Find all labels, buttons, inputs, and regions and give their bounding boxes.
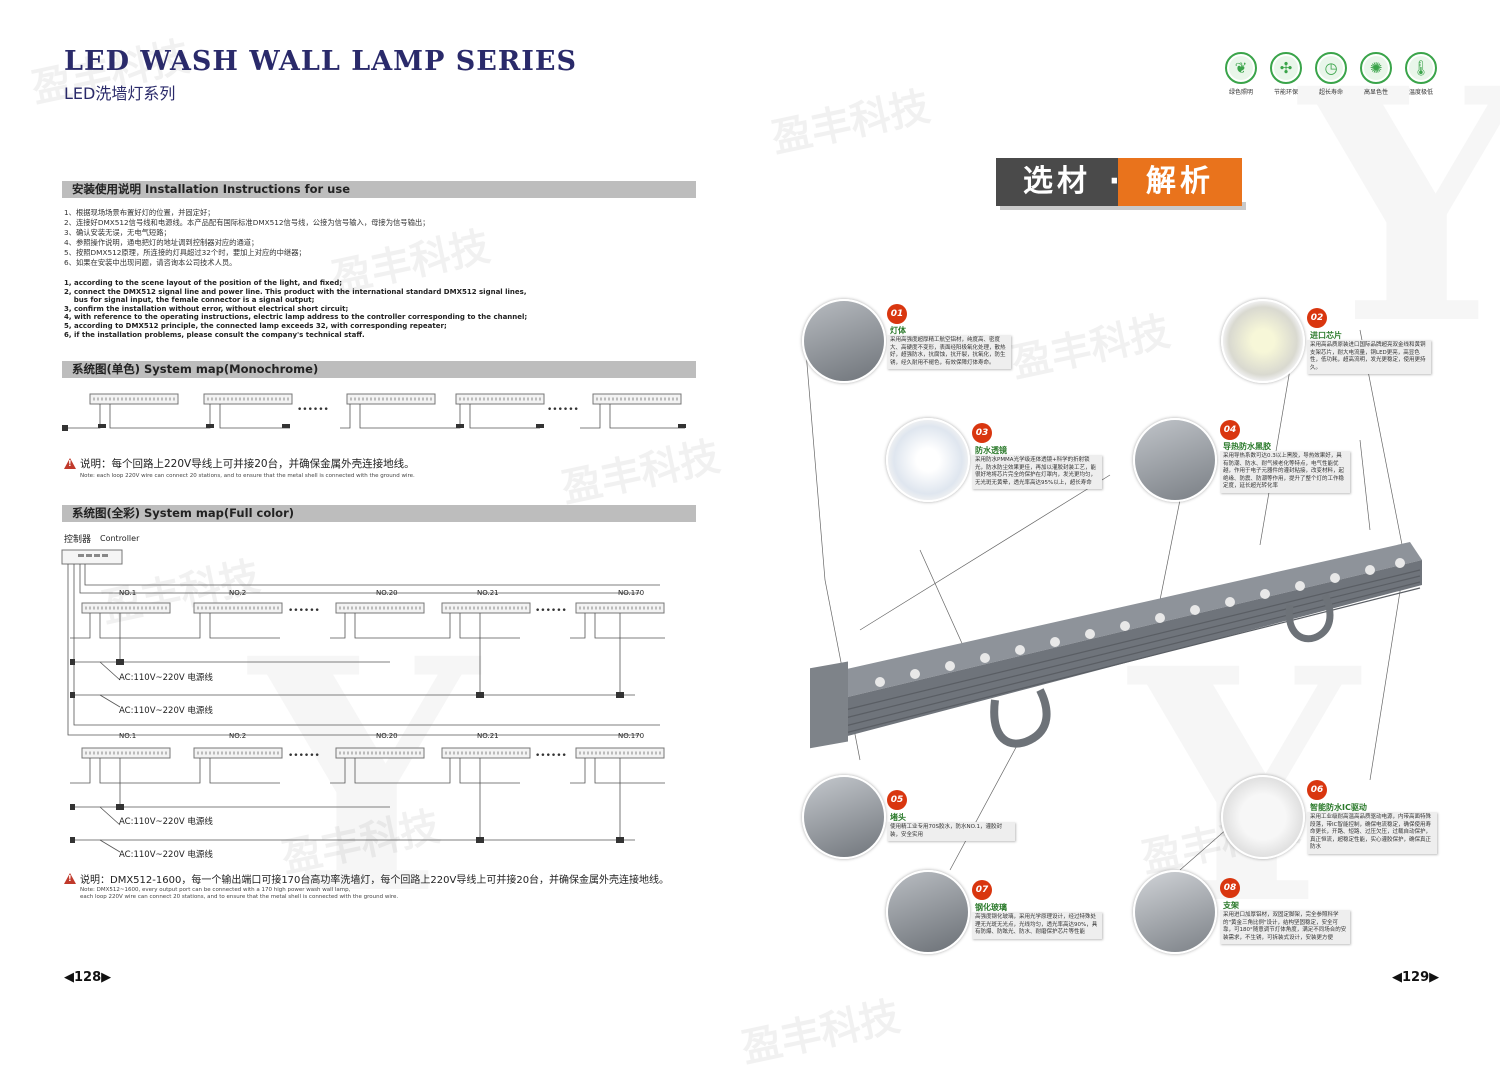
page-subtitle: LED洗墙灯系列 <box>64 84 176 103</box>
ac-power-label: AC:110V~220V 电源线 <box>119 706 213 716</box>
tempered-glass-closeup <box>886 870 970 954</box>
feature-label: 节能环保 <box>1273 89 1298 96</box>
lamp-label: NO.21 <box>477 732 499 740</box>
ac-power-label: AC:110V~220V 电源线 <box>119 850 213 860</box>
callout-title: 钢化玻璃 <box>975 903 1007 912</box>
full-color-system-diagram: •••••• •••••• •••••• •••••• <box>61 549 665 853</box>
lamp-body-closeup <box>802 299 886 383</box>
lamp-label: NO.170 <box>618 732 645 740</box>
feature-label: 超长寿命 <box>1318 89 1343 96</box>
watermark-text: 盈丰科技 <box>767 83 934 163</box>
lamp-label: NO.21 <box>477 589 499 597</box>
callout-description: 采用高品质原装进口国际品牌超亮双金线和黄铜支架芯片，耐大电流量，铜LED更亮，高… <box>1307 340 1431 375</box>
lamp-label: NO.2 <box>229 732 247 740</box>
lamp-label: NO.20 <box>376 589 398 597</box>
warning-icon <box>64 873 76 884</box>
banner-right: 解析 <box>1118 158 1242 206</box>
ic-driver-closeup <box>1221 775 1305 859</box>
mono-note-text: 说明：每个回路上220V导线上可并接20台，并确保金属外壳连接地线。 <box>80 458 415 470</box>
callout-number: 08 <box>1220 878 1240 898</box>
install-instructions-en: 1, according to the scene layout of the … <box>64 279 528 339</box>
lamp-label: NO.20 <box>376 732 398 740</box>
waterproof-lens-closeup <box>886 418 970 502</box>
banner-left-text: 选材 <box>1023 164 1091 199</box>
full-section-header: 系统图(全彩) System map(Full color) <box>62 505 696 522</box>
feature-icon-cell: ✺ 高显色性 <box>1356 52 1396 96</box>
callout-description: 采用进口加厚铝材，双固定脚架，完全参照科学的"黄金三角比例"设计，结构坚固稳定，… <box>1220 910 1350 945</box>
full-note: 说明：DMX512-1600，每一个输出端口可接170台高功率洗墙灯，每个回路上… <box>64 871 669 886</box>
callout-number: 02 <box>1307 308 1327 328</box>
page-number-right: ◀129▶ <box>1392 970 1440 985</box>
callout-description: 采用高强度超厚精工航空铝材，纯度高、密度大、高硬度不变形，表面经阳极氧化处理，散… <box>887 335 1011 370</box>
callout-title: 防水透镜 <box>975 446 1007 455</box>
lamp-label: NO.2 <box>229 589 247 597</box>
feature-icon-cell: ✣ 节能环保 <box>1266 52 1306 96</box>
feature-label: 高显色性 <box>1363 89 1388 96</box>
callout-title: 导热防水黑胶 <box>1223 442 1271 451</box>
callout-number: 05 <box>887 790 907 810</box>
callout-number: 03 <box>972 423 992 443</box>
warning-icon <box>64 458 76 469</box>
mono-system-diagram: •••••• •••••• <box>62 393 686 431</box>
controller-label-en: Controller <box>100 534 140 543</box>
install-section-header: 安装使用说明 Installation Instructions for use <box>62 181 696 198</box>
callout-description: 采用导热系数可达0.3以上黑胶，导热效果好，具有防潮、防水、耐气候老化等特点，电… <box>1220 451 1350 493</box>
callout-title: 支架 <box>1223 901 1239 910</box>
end-cap-closeup <box>802 775 886 859</box>
callout-description: 采用防水PMMA光学级连体透镜+科学的折射锁光，防水防尘效果更佳，再加以灌胶封装… <box>972 455 1102 490</box>
watermark-text: 盈丰科技 <box>737 993 904 1073</box>
bracket-closeup <box>1133 870 1217 954</box>
feature-icon-cell: ❦ 绿色照明 <box>1221 52 1261 96</box>
lamp-label: NO.1 <box>119 732 137 740</box>
fan-icon: ✣ <box>1270 52 1302 84</box>
thermometer-icon: 🌡 <box>1405 52 1437 84</box>
banner-shadow <box>1000 202 1246 210</box>
feature-icon-cell: ◷ 超长寿命 <box>1311 52 1351 96</box>
callout-title: 智能防水IC驱动 <box>1310 803 1367 812</box>
feature-label: 绿色照明 <box>1228 89 1253 96</box>
banner-dot: · <box>1108 164 1124 199</box>
clock-icon: ◷ <box>1315 52 1347 84</box>
install-instructions-cn: 1、根据现场场景布置好灯的位置，并固定好； 2、连接好DMX512信号线和电源线… <box>64 208 430 267</box>
callout-description: 采用工业级耐高温高品质驱动电源，内带高面特殊段落，带IC智能控制，确保电流稳定，… <box>1307 812 1437 854</box>
continuation-dots: •••••• <box>547 405 579 415</box>
callout-number: 06 <box>1307 780 1327 800</box>
mono-note-en: Note: each loop 220V wire can connect 20… <box>80 473 415 479</box>
continuation-dots: •••••• <box>535 606 567 616</box>
page-title: LED WASH WALL LAMP SERIES <box>64 46 577 77</box>
callout-description: 使用精工业专用70S胶水，防水NO.1，灌胶封装，安全实用 <box>887 822 1015 842</box>
lamp-label: NO.1 <box>119 589 137 597</box>
controller-label-cn: 控制器 <box>64 535 92 545</box>
leaf-icon: ❦ <box>1225 52 1257 84</box>
thermal-glue-closeup <box>1133 418 1217 502</box>
mono-note: 说明：每个回路上220V导线上可并接20台，并确保金属外壳连接地线。 <box>64 456 415 471</box>
continuation-dots: •••••• <box>288 751 320 761</box>
continuation-dots: •••••• <box>535 751 567 761</box>
callout-number: 07 <box>972 880 992 900</box>
continuation-dots: •••••• <box>297 405 329 415</box>
banner-left: 选材· <box>996 158 1120 206</box>
page-number-left: ◀128▶ <box>64 970 112 985</box>
mono-section-header: 系统图(单色) System map(Monochrome) <box>62 361 696 378</box>
callout-number: 01 <box>887 304 907 324</box>
led-chip-closeup <box>1221 299 1305 383</box>
sun-icon: ✺ <box>1360 52 1392 84</box>
callout-title: 灯体 <box>890 326 906 335</box>
material-analysis-banner: 选材· 解析 <box>996 158 1246 210</box>
full-note-text: 说明：DMX512-1600，每一个输出端口可接170台高功率洗墙灯，每个回路上… <box>80 875 670 886</box>
continuation-dots: •••••• <box>288 606 320 616</box>
ac-power-label: AC:110V~220V 电源线 <box>119 817 213 827</box>
callout-description: 高强度钢化玻璃，采用光学原理设计，经过特殊处理无光斑无光点，光线均匀，透光率高达… <box>972 912 1102 939</box>
callout-number: 04 <box>1220 420 1240 440</box>
lamp-label: NO.170 <box>618 589 645 597</box>
callout-title: 进口芯片 <box>1310 331 1342 340</box>
feature-label: 温度极低 <box>1408 89 1433 96</box>
callout-title: 堵头 <box>890 813 906 822</box>
feature-icon-cell: 🌡 温度极低 <box>1401 52 1441 96</box>
full-note-en: Note: DMX512~1600, every output port can… <box>80 887 399 900</box>
wash-wall-lamp-illustration <box>804 329 1422 871</box>
ac-power-label: AC:110V~220V 电源线 <box>119 673 213 683</box>
